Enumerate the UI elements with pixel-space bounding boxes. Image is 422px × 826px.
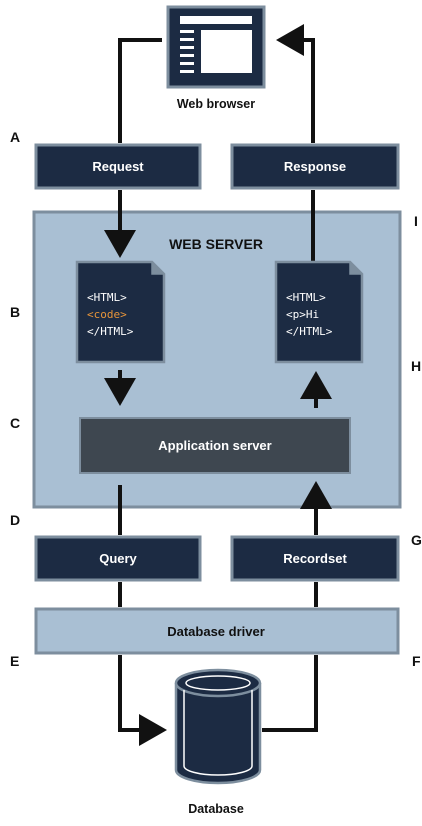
- application-server-label: Application server: [158, 438, 271, 453]
- page-right-line-3: </HTML>: [286, 325, 333, 338]
- database-driver-box: [34, 607, 400, 655]
- database-icon: [174, 668, 262, 785]
- page-left-line-3: </HTML>: [87, 325, 134, 338]
- marker-c: C: [10, 415, 20, 431]
- request-label: Request: [92, 159, 144, 174]
- web-browser-icon: [166, 5, 266, 89]
- query-box: [34, 535, 202, 582]
- arrow-driver-to-database: [118, 655, 167, 746]
- marker-g: G: [411, 532, 422, 548]
- web-browser-caption: Web browser: [177, 97, 255, 111]
- marker-i: I: [414, 213, 418, 229]
- page-left-line-2: <code>: [87, 308, 127, 321]
- marker-a: A: [10, 129, 20, 145]
- query-label: Query: [99, 551, 137, 566]
- marker-h: H: [411, 358, 421, 374]
- marker-b: B: [10, 304, 20, 320]
- response-box: [230, 143, 400, 190]
- response-label: Response: [284, 159, 346, 174]
- static-page-icon: [274, 260, 364, 364]
- arrow-response-to-browser: [276, 24, 315, 143]
- line-database-to-driver: [262, 655, 318, 732]
- page-right-line-1: <HTML>: [286, 291, 326, 304]
- marker-e: E: [10, 653, 19, 669]
- marker-d: D: [10, 512, 20, 528]
- recordset-label: Recordset: [283, 551, 347, 566]
- marker-f: F: [412, 653, 421, 669]
- line-browser-to-request: [118, 38, 162, 143]
- dynamic-page-icon: [75, 260, 166, 364]
- request-box: [34, 143, 202, 190]
- web-server-label: WEB SERVER: [169, 236, 263, 252]
- page-right-line-2: <p>Hi: [286, 308, 319, 321]
- application-server-box: [79, 417, 351, 474]
- page-left-line-1: <HTML>: [87, 291, 127, 304]
- recordset-box: [230, 535, 400, 582]
- database-caption: Database: [188, 802, 244, 816]
- database-driver-label: Database driver: [167, 624, 265, 639]
